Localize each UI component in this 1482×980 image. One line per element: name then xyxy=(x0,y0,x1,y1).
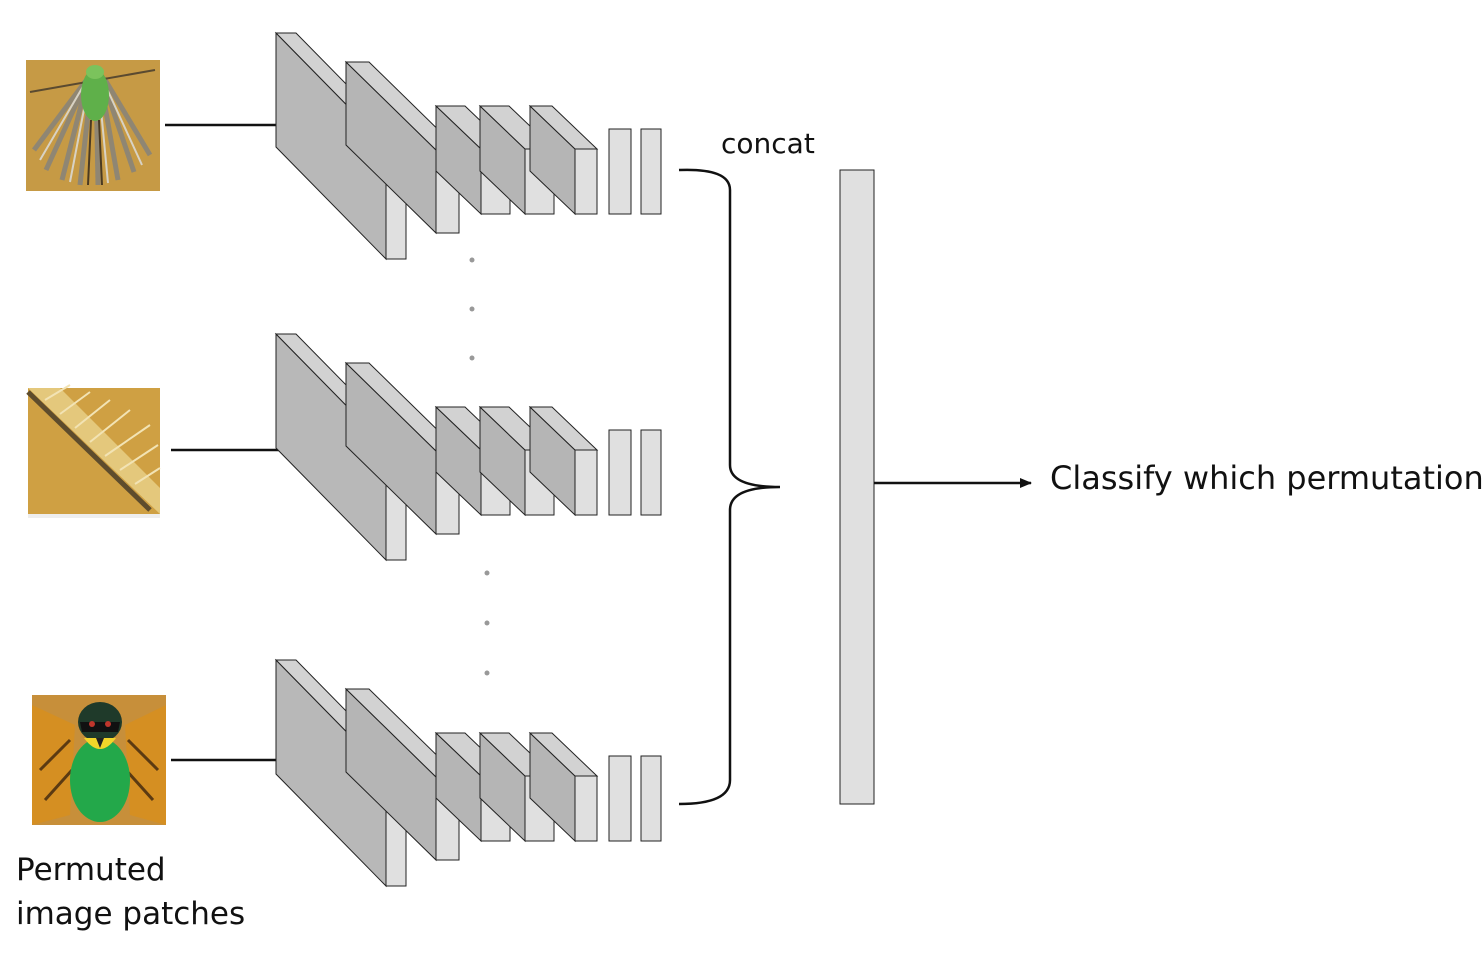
output-label: Classify which permutation xyxy=(1050,459,1482,497)
network-stacks xyxy=(274,31,662,888)
network-stack-3 xyxy=(274,658,662,888)
patches-label-line2: image patches xyxy=(16,896,246,932)
patch-image-1 xyxy=(26,60,160,191)
ellipsis-dots-top xyxy=(469,257,475,361)
patch-image-3 xyxy=(32,695,166,825)
concat-brace xyxy=(678,168,781,806)
network-stack-1 xyxy=(274,31,662,261)
conv-layer-6 xyxy=(608,755,632,842)
conv-layer-5 xyxy=(528,405,599,517)
patches-label: Permuted image patches xyxy=(16,848,245,936)
conv-layer-6 xyxy=(608,429,632,516)
patch-image-2 xyxy=(26,384,161,518)
network-stack-2 xyxy=(274,332,662,562)
conv-layer-7 xyxy=(640,429,662,516)
conv-layer-7 xyxy=(640,128,662,215)
concat-label: concat xyxy=(721,127,815,160)
conv-layer-5 xyxy=(528,104,599,216)
conv-layer-7 xyxy=(640,755,662,842)
ellipsis-dots-bottom xyxy=(484,570,490,676)
concat-feature-vector xyxy=(839,169,875,805)
conv-layer-5 xyxy=(528,731,599,843)
conv-layer-6 xyxy=(608,128,632,215)
patches-label-line1: Permuted xyxy=(16,852,166,888)
